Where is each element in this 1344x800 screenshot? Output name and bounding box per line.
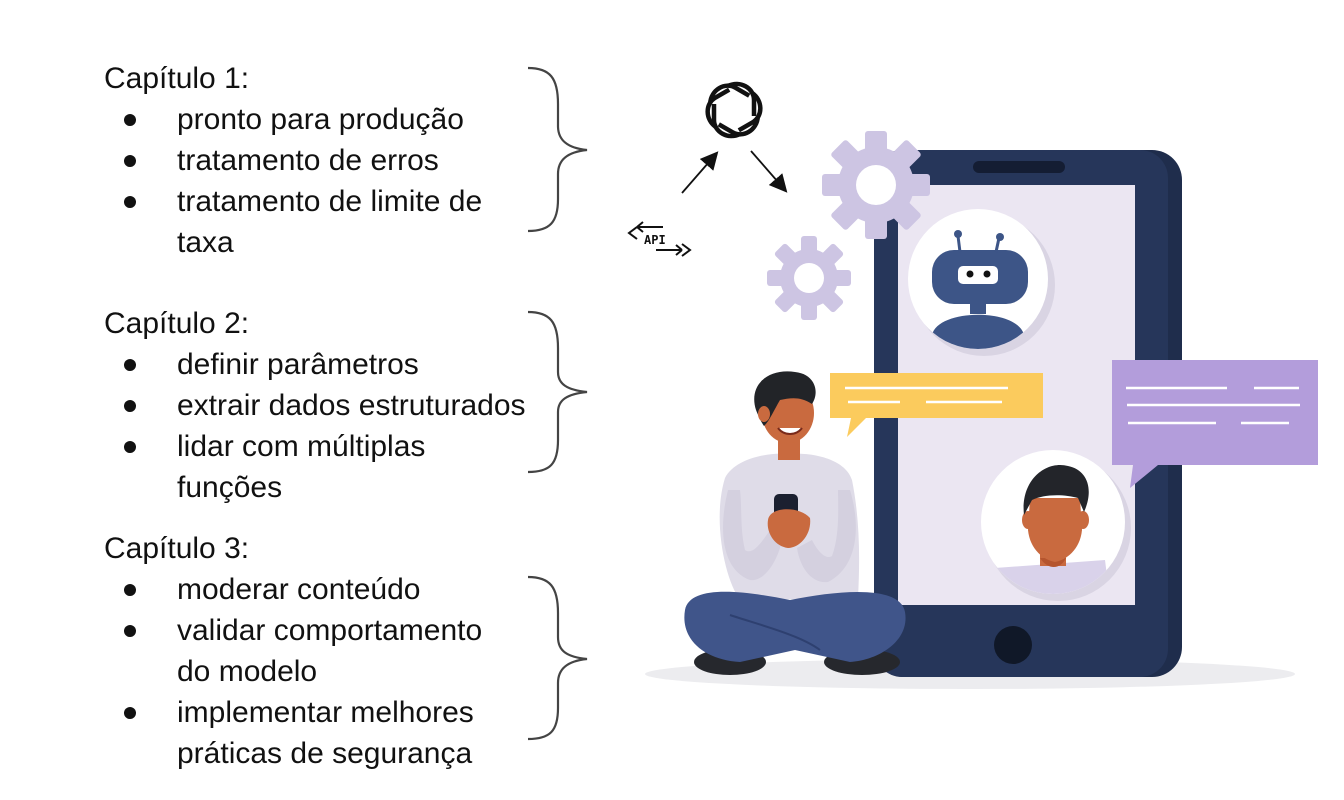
list-item: lidar com múltiplas funções <box>104 426 526 508</box>
list-item: moderar conteúdo <box>104 569 482 610</box>
chapter-1-title: Capítulo 1: <box>104 62 250 95</box>
bullet-icon <box>124 625 136 637</box>
chapter-2-list: definir parâmetros extrair dados estrutu… <box>104 344 526 508</box>
gear-icon <box>822 131 930 239</box>
chapter-3-title: Capítulo 3: <box>104 532 250 565</box>
list-item: tratamento de erros <box>104 140 482 181</box>
arrow-down-icon <box>750 150 788 193</box>
robot-avatar-icon <box>908 209 1055 356</box>
list-item: implementar melhores práticas de seguran… <box>104 692 482 774</box>
chapter-3-list: moderar conteúdo validar comportamento d… <box>104 569 482 774</box>
curly-brace-icon <box>527 310 588 474</box>
chat-bubble-icon <box>1112 360 1318 488</box>
chat-bubble-icon <box>830 373 1043 437</box>
arrow-up-icon <box>681 151 719 194</box>
list-item: tratamento de limite de taxa <box>104 181 482 263</box>
gear-icon <box>767 236 851 320</box>
bullet-icon <box>124 196 136 208</box>
bullet-icon <box>124 584 136 596</box>
curly-brace-icon <box>527 575 588 741</box>
chapter-3: Capítulo 3: moderar conteúdo validar com… <box>104 529 482 774</box>
home-button <box>994 626 1032 664</box>
person-with-phone-illustration <box>684 371 906 675</box>
user-avatar-icon <box>981 450 1131 601</box>
chapter-2-title: Capítulo 2: <box>104 307 250 340</box>
bullet-icon <box>124 707 136 719</box>
list-item: extrair dados estruturados <box>104 385 526 426</box>
list-item: pronto para produção <box>104 99 482 140</box>
bullet-icon <box>124 155 136 167</box>
list-item: validar comportamento do modelo <box>104 610 482 692</box>
curly-brace-icon <box>527 66 588 233</box>
chapter-2: Capítulo 2: definir parâmetros extrair d… <box>104 304 526 508</box>
api-label: API <box>644 233 666 247</box>
api-arrows-icon <box>627 221 692 257</box>
openai-logo-icon <box>705 81 763 139</box>
chapter-1: Capítulo 1: pronto para produção tratame… <box>104 59 482 263</box>
bullet-icon <box>124 359 136 371</box>
bullet-icon <box>124 114 136 126</box>
list-item: definir parâmetros <box>104 344 526 385</box>
chapter-1-list: pronto para produção tratamento de erros… <box>104 99 482 263</box>
bullet-icon <box>124 400 136 412</box>
bullet-icon <box>124 441 136 453</box>
